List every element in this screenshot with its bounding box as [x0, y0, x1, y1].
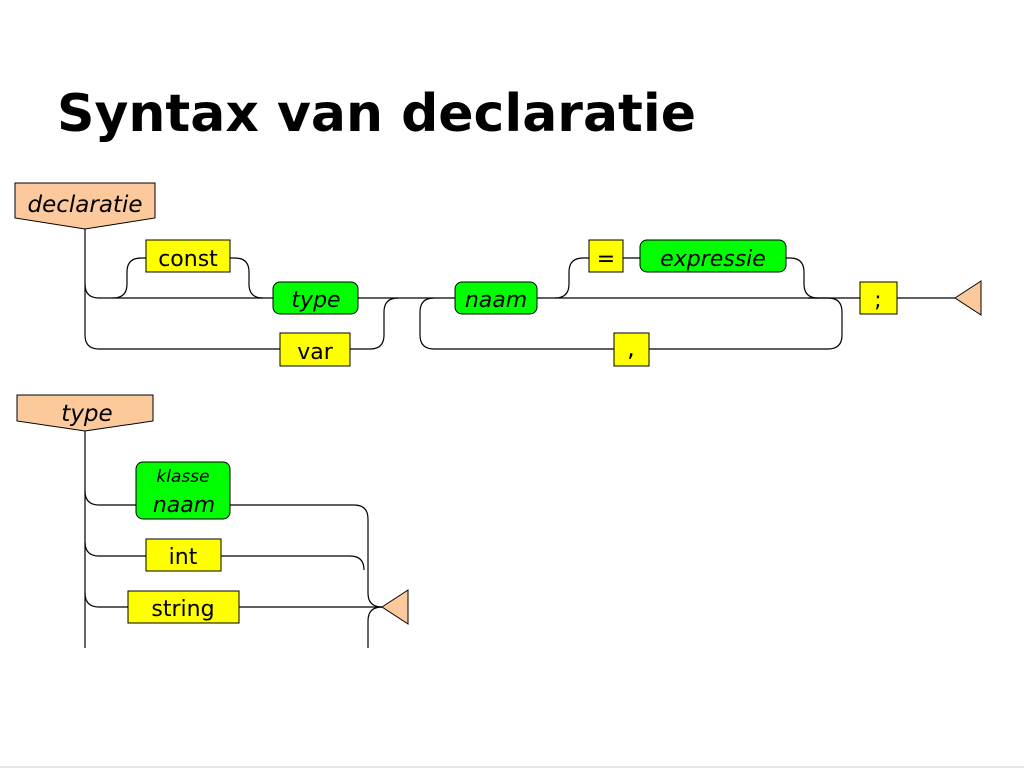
keyword-equals: =	[588, 239, 624, 273]
rule-label-type: type	[16, 394, 154, 432]
nonterminal-type: type	[272, 281, 359, 315]
keyword-int: int	[145, 538, 222, 572]
keyword-const-text: const	[158, 247, 218, 272]
keyword-semicolon-text: ;	[874, 288, 881, 313]
slide-title: Syntax van declaratie	[57, 84, 696, 144]
keyword-equals-text: =	[597, 247, 615, 272]
keyword-semicolon: ;	[859, 281, 898, 315]
nonterminal-naam: naam	[454, 281, 538, 315]
rule-label-type-text: type	[61, 401, 112, 427]
keyword-var-text: var	[297, 340, 334, 365]
type-rail-lines	[84, 431, 383, 648]
rule-label-declaratie-text: declaratie	[28, 192, 143, 218]
footer-divider	[0, 766, 1024, 768]
nonterminal-klasse-naam-text: naam	[153, 493, 215, 518]
nonterminal-type-text: type	[291, 288, 340, 313]
keyword-string: string	[127, 590, 240, 624]
nonterminal-expressie: expressie	[639, 239, 787, 273]
keyword-int-text: int	[169, 545, 198, 570]
declaratie-rail-lines	[84, 229, 955, 350]
keyword-comma-text: ,	[627, 334, 635, 362]
keyword-comma: ,	[613, 332, 650, 367]
rule-end-marker-declaratie	[954, 280, 982, 316]
rule-label-declaratie: declaratie	[14, 182, 156, 230]
keyword-var: var	[279, 332, 351, 367]
rule-end-marker-type	[381, 589, 409, 625]
keyword-const: const	[145, 239, 231, 273]
nonterminal-klasse-text: klasse	[156, 467, 209, 487]
nonterminal-expressie-text: expressie	[660, 247, 766, 272]
keyword-string-text: string	[151, 597, 214, 622]
nonterminal-naam-text: naam	[465, 288, 527, 313]
nonterminal-klasse-naam: klasse naam	[135, 461, 231, 520]
